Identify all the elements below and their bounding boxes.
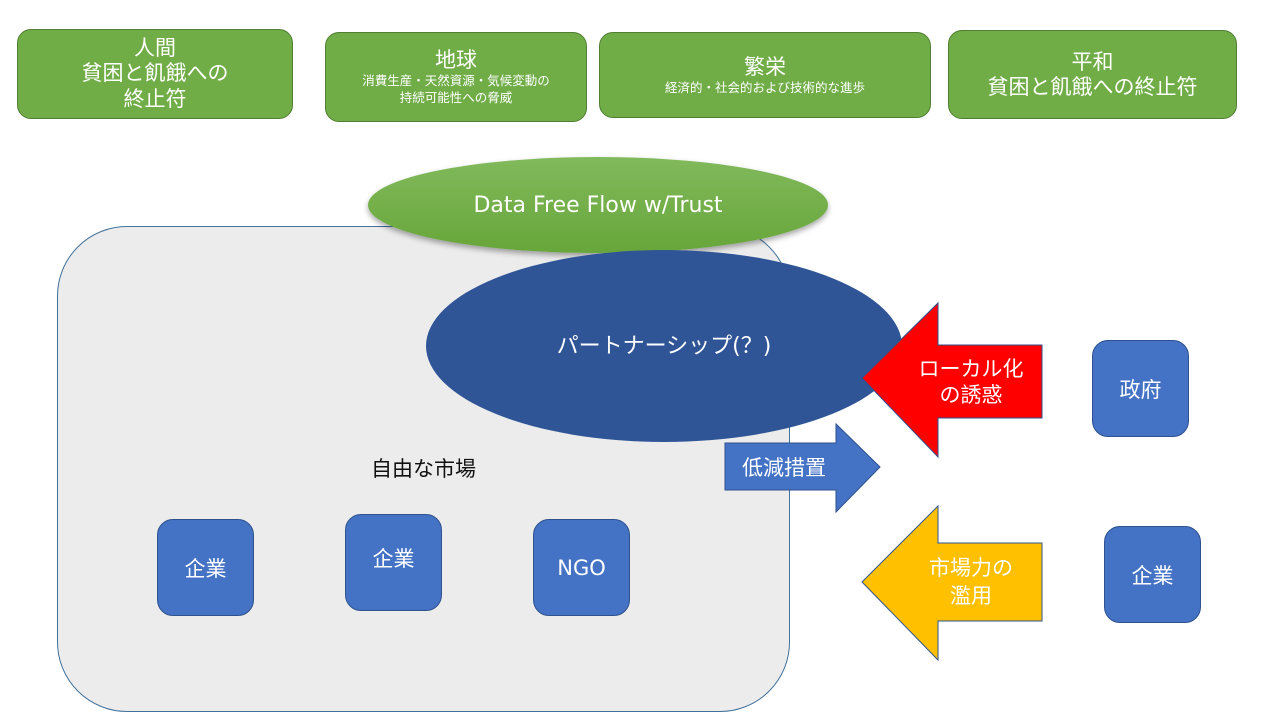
goal-people: 人間 貧困と飢餓への 終止符 xyxy=(17,29,293,119)
dfft-ellipse xyxy=(368,157,828,253)
goal-desc: 経済的・社会的および技術的な進歩 xyxy=(664,79,865,95)
node-label: 企業 xyxy=(184,556,227,581)
market-node-company: 企業 xyxy=(345,514,442,611)
node-label: 企業 xyxy=(1131,563,1174,588)
free-market-label: 自由な市場 xyxy=(371,457,476,481)
goal-desc: 終止符 xyxy=(123,87,187,111)
mitigation-label: 低減措置 xyxy=(742,455,826,480)
goal-title: 人間 xyxy=(134,36,176,60)
arrow-label-line: 市場力の xyxy=(929,556,1013,580)
goal-prosperity: 繁栄 経済的・社会的および技術的な進歩 xyxy=(599,32,931,118)
goal-desc: 持続可能性への脅威 xyxy=(399,90,513,105)
market-power-label: 市場力の 濫用 xyxy=(900,543,1042,621)
market-node-ngo: NGO xyxy=(533,519,630,616)
arrow-label-line: ローカル化 xyxy=(918,356,1024,381)
node-label: NGO xyxy=(557,555,606,580)
arrow-label-line: 濫用 xyxy=(950,584,992,608)
partnership-label: パートナーシップ(？) xyxy=(556,334,772,359)
goal-planet: 地球 消費生産・天然資源・気候変動の 持続可能性への脅威 xyxy=(325,32,587,122)
goal-desc: 消費生産・天然資源・気候変動の xyxy=(362,73,550,88)
goal-desc: 貧困と飢餓への終止符 xyxy=(987,74,1198,99)
localization-arrow xyxy=(861,301,1043,459)
goal-title: 地球 xyxy=(435,48,477,72)
market-power-arrow xyxy=(861,504,1043,662)
dfft-label: Data Free Flow w/Trust xyxy=(473,192,723,218)
localization-label: ローカル化 の誘惑 xyxy=(900,345,1042,418)
goal-title: 平和 xyxy=(1071,49,1114,74)
company-node: 企業 xyxy=(1104,526,1201,623)
mitigation-arrow xyxy=(724,422,881,514)
node-label: 企業 xyxy=(372,546,415,571)
goal-peace: 平和 貧困と飢餓への終止符 xyxy=(948,30,1237,119)
partnership-ellipse xyxy=(426,250,902,442)
government-node: 政府 xyxy=(1092,340,1189,437)
market-node-company: 企業 xyxy=(157,519,254,616)
goal-title: 繁栄 xyxy=(744,54,786,79)
arrow-label-line: の誘惑 xyxy=(939,382,1003,407)
node-label: 政府 xyxy=(1119,377,1162,402)
goal-desc: 貧困と飢餓への xyxy=(81,61,229,85)
